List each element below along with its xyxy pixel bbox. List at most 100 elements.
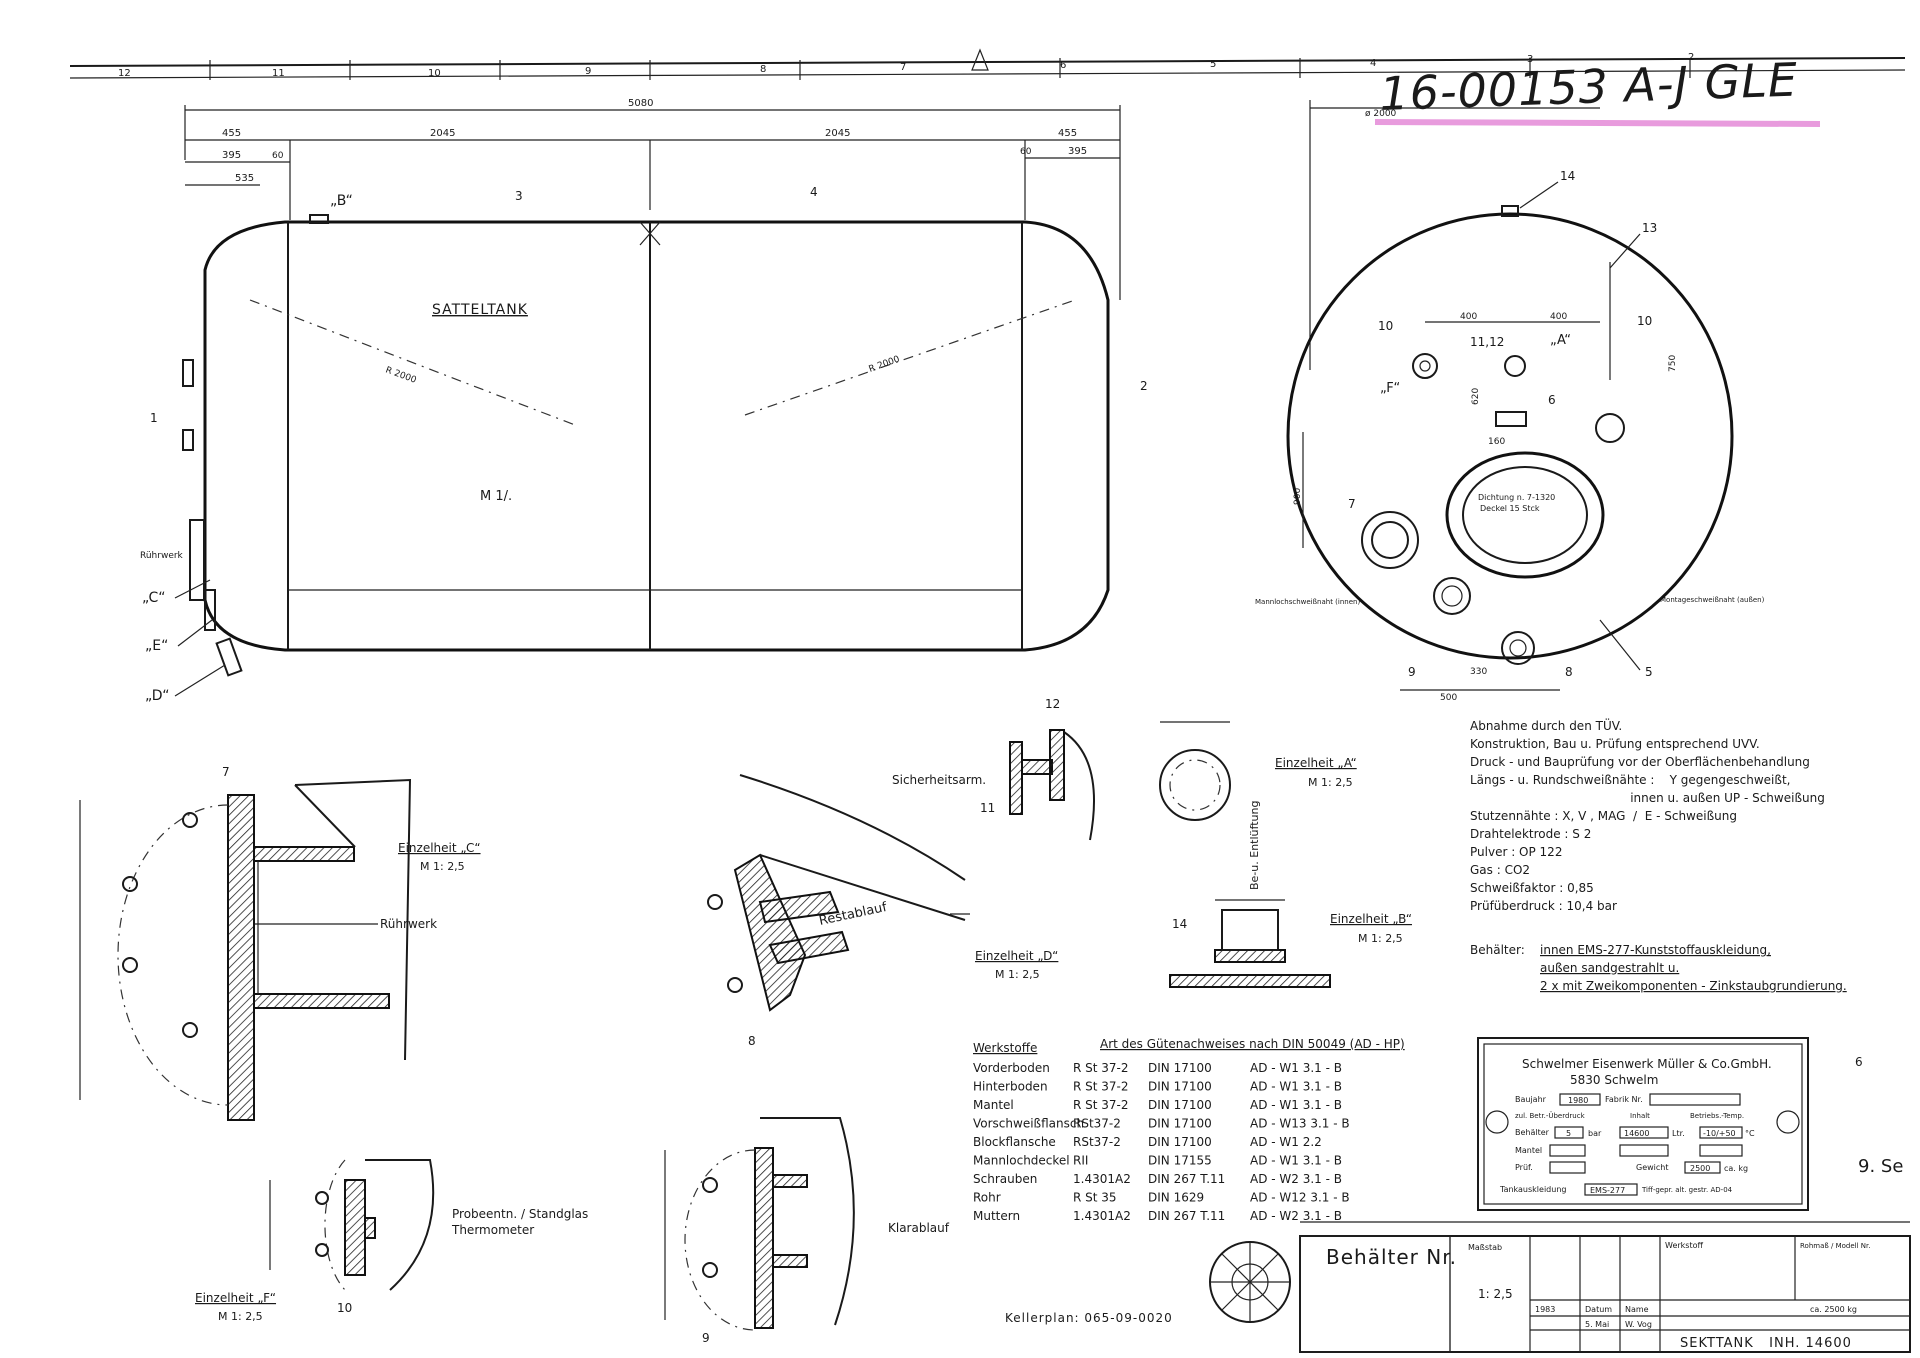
coating-line1: innen EMS-277-Kunststoffauskleidung, [1540,943,1771,957]
material-part: Rohr [973,1191,1001,1205]
detail-d: Restablauf Einzelheit „D“ M 1: 2,5 8 [707,774,1058,1048]
material-din: DIN 17100 [1148,1117,1212,1131]
note-line: Prüfüberdruck : 10,4 bar [1470,899,1617,913]
material-mat: RII [1073,1154,1088,1168]
material-part: Schrauben [973,1172,1037,1186]
np-inhalt-label: Inhalt [1630,1112,1650,1120]
b-scale: M 1: 2,5 [1358,932,1403,945]
tank-side-view: 5080 455 2045 2045 455 395 60 535 60 395… [140,98,1148,704]
note-line: Pulver : OP 122 [1470,845,1562,859]
material-mat: 1.4301A2 [1073,1172,1131,1186]
nameplate: Schwelmer Eisenwerk Müller & Co.GmbH. 58… [1477,1037,1863,1211]
detail-a: Einzelheit „A“ M 1: 2,5 Be-u. Entlüftung [1159,721,1357,890]
tank-label: SATTELTANK [432,302,528,318]
b-num: 14 [1172,917,1187,931]
ruler-label: 10 [428,68,441,79]
np-inhalt-value: 14600 [1624,1129,1649,1138]
d-num: 8 [748,1034,756,1048]
dim-end1: 455 [222,128,241,139]
label-mannloch: Mannlochschweißnaht (innen) [1255,598,1360,606]
dim-sub4: 60 [272,151,284,161]
tb-behaelter: Behälter Nr. [1326,1245,1457,1269]
dim-total: 5080 [628,98,653,109]
material-mat: R St 37-2 [1073,1061,1129,1075]
material-mat: R St 37-2 [1073,1098,1129,1112]
materials-header-left: Werkstoffe [973,1041,1037,1055]
ruler-label: 2 [1688,52,1694,63]
ruler-label: 11 [272,68,285,79]
label-e: „E“ [145,638,168,654]
note-line: Stutzennähte : X, V , MAG / E - Schweißu… [1470,809,1737,823]
c-scale: M 1: 2,5 [420,860,465,873]
materials-list: Werkstoffe Art des Gütenachweises nach D… [973,1037,1405,1223]
k-num: 9 [702,1331,710,1345]
note-line: innen u. außen UP - Schweißung [1470,791,1825,805]
np-mantel: Mantel [1515,1146,1542,1155]
dim-d500: 500 [1440,693,1457,703]
a-vert: Be-u. Entlüftung [1248,801,1261,890]
label-n1112: 11,12 [1470,335,1504,349]
np-company2: 5830 Schwelm [1570,1073,1658,1087]
np-fabrik: Fabrik Nr. [1605,1095,1643,1104]
material-din: DIN 17100 [1148,1061,1212,1075]
ruler-label: 3 [1527,54,1533,65]
dim-sub2: 395 [1068,146,1087,157]
dim-d400b: 400 [1550,312,1567,322]
material-din: DIN 17100 [1148,1135,1212,1149]
ruler-label: 5 [1210,59,1216,70]
coating-line2: außen sandgestrahlt u. [1540,961,1679,975]
label-n7: 7 [1348,497,1356,511]
material-din: DIN 17155 [1148,1154,1212,1168]
material-part: Mannlochdeckel [973,1154,1070,1168]
np-druck: zul. Betr.-Überdruck [1515,1111,1586,1120]
dim-d160: 160 [1488,437,1505,447]
d-scale: M 1: 2,5 [995,968,1040,981]
label-n10b: 10 [1637,314,1652,328]
ruler-label: 7 [900,62,906,73]
f-title: Einzelheit „F“ [195,1291,276,1305]
detail-safety-valve: Sicherheitsarm. 12 11 [892,697,1095,841]
tb-werkstoff: Werkstoff [1665,1241,1703,1250]
tb-gez: 5. Mai [1585,1320,1609,1329]
ruler-label: 9 [585,66,591,77]
np-pruef: Prüf. [1515,1163,1533,1172]
material-mat: R St 37-2 [1073,1080,1129,1094]
materials-header-right: Art des Gütenachweises nach DIN 50049 (A… [1100,1037,1405,1051]
np-behaelter-value: 5 [1566,1129,1571,1138]
material-din: DIN 267 T.11 [1148,1209,1225,1223]
label-n1: 1 [150,411,158,425]
material-cert: AD - W12 3.1 - B [1250,1191,1350,1205]
tb-rohmass: Rohmaß / Modell Nr. [1800,1242,1870,1250]
detail-b: Einzelheit „B“ M 1: 2,5 14 [1169,899,1412,988]
coating-line3: 2 x mit Zweikomponenten - Zinkstaubgrund… [1540,979,1847,993]
material-din: DIN 17100 [1148,1098,1212,1112]
material-mat: R St 35 [1073,1191,1117,1205]
dim-end2: 455 [1058,128,1077,139]
material-cert: AD - W1 3.1 - B [1250,1154,1342,1168]
np-temp-label: Betriebs.-Temp. [1690,1112,1744,1120]
f-scale: M 1: 2,5 [218,1310,263,1323]
dim-d330: 330 [1470,667,1487,677]
label-n5: 5 [1645,665,1653,679]
tb-title: SEKTTANK INH. 14600 [1680,1336,1852,1351]
tank-end-view: ø 2000 14 13 10 10 11,12 „A“ „F“ 6 400 4… [1255,100,1765,703]
np-kg-unit: ca. kg [1724,1164,1748,1173]
sich-label: Sicherheitsarm. [892,773,986,787]
label-montage: Montageschweißnaht (außen) [1660,596,1765,604]
c-title: Einzelheit „C“ [398,841,481,855]
top-ruler: 12 11 10 9 8 7 6 5 4 3 2 [69,48,1906,80]
dim-half2: 2045 [825,128,850,139]
material-mat: RSt37-2 [1073,1117,1121,1131]
dim-d750: 750 [1668,355,1678,372]
c-num: 7 [222,765,230,779]
title-block: Behälter Nr. Maßstab 1: 2,5 Werkstoff Ro… [1299,1221,1911,1353]
detail-c: 7 Einzelheit „C“ M 1: 2,5 Rührwerk [79,765,481,1121]
np-behaelter-label: Behälter [1515,1128,1550,1137]
label-b: „B“ [330,193,353,209]
label-c: „C“ [142,590,166,606]
np-zinc: Tiff-gepr. alt. gestr. AD-04 [1641,1186,1733,1194]
dim-diam: ø 2000 [1365,109,1397,119]
dim-r1: R 2000 [384,365,418,385]
np-bar-unit: bar [1588,1129,1602,1138]
